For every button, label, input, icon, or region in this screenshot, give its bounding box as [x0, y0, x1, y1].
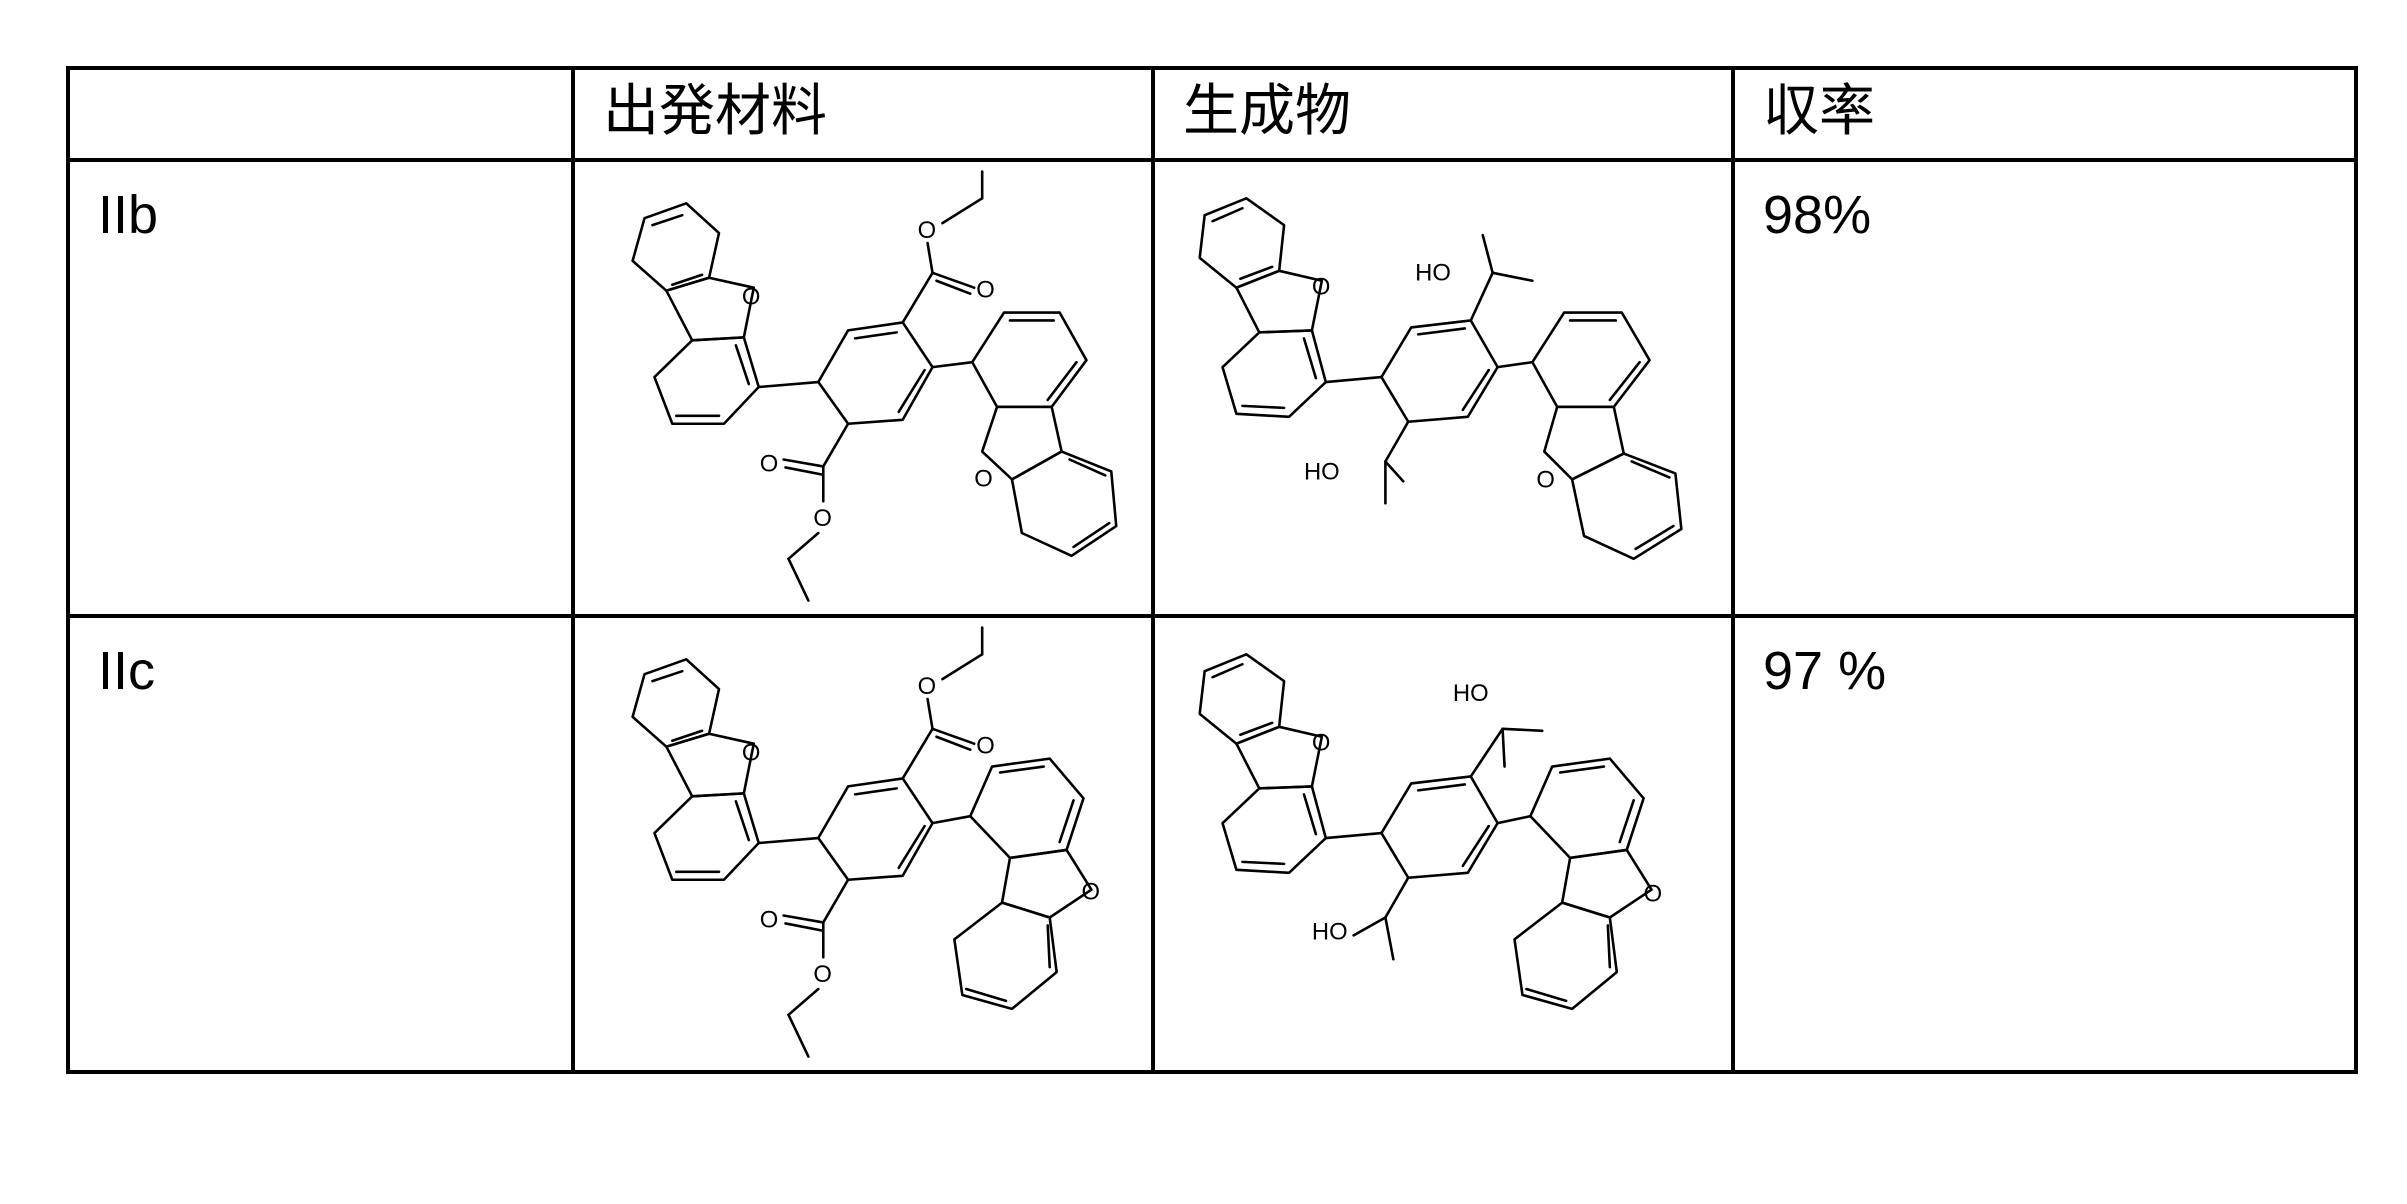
header-cell-yield: 収率	[1733, 68, 2356, 160]
product-structure: O HO HO O	[1155, 618, 1731, 1070]
yield-cell: 98%	[1733, 160, 2356, 616]
benzene-ring	[1530, 759, 1643, 858]
benzene-ring	[1532, 313, 1649, 407]
product-cell: O HO HO O	[1153, 616, 1733, 1072]
oxygen-label: O	[1536, 466, 1555, 493]
furan-ring	[1544, 407, 1623, 479]
furan-ring	[982, 407, 1061, 479]
benzene-ring	[1515, 903, 1617, 1009]
oxygen-label: O	[742, 284, 761, 311]
oxygen-label: O	[1312, 274, 1331, 301]
benzene-ring	[1223, 330, 1326, 416]
oxygen-label: O	[976, 277, 995, 304]
oxygen-label: O	[918, 217, 937, 244]
oxygen-label: O	[1312, 730, 1331, 757]
compound-label: IIc	[98, 644, 155, 698]
furan-ring	[1236, 727, 1321, 789]
benzene-ring	[1572, 454, 1681, 559]
oxygen-label: O	[1081, 879, 1100, 906]
yield-value: 98%	[1763, 188, 1871, 242]
oxygen-label: O	[1644, 881, 1663, 908]
yield-cell: 97 %	[1733, 616, 2356, 1072]
hydroxyl-label: HO	[1304, 458, 1340, 485]
furan-ring	[666, 734, 753, 797]
header-cell-product: 生成物	[1153, 68, 1733, 160]
header-cell-empty	[68, 68, 573, 160]
hydroxyl-label: HO	[1312, 918, 1348, 945]
oxygen-label: O	[918, 673, 937, 700]
benzene-ring	[654, 337, 758, 423]
oxygen-label: O	[976, 733, 995, 760]
starting-material-structure: O O O O O O	[575, 618, 1151, 1070]
benzene-ring	[1012, 452, 1116, 556]
oxygen-label: O	[813, 505, 832, 532]
hydroxyl-label: HO	[1453, 680, 1489, 707]
benzene-ring	[818, 778, 932, 879]
header-yield: 収率	[1763, 84, 1875, 140]
oxygen-label: O	[760, 450, 779, 477]
benzene-ring	[1381, 320, 1497, 421]
compound-label: IIb	[98, 188, 158, 242]
results-table: 出発材料 生成物 収率 IIb O	[66, 66, 2358, 1074]
benzene-ring	[654, 793, 758, 879]
furan-ring	[666, 278, 753, 341]
product-cell: O HO HO O	[1153, 160, 1733, 616]
benzene-ring	[1381, 776, 1497, 877]
oxygen-label: O	[760, 906, 779, 933]
product-structure: O HO HO O	[1155, 162, 1731, 614]
table-row: IIb O O O	[68, 160, 2356, 616]
yield-value: 97 %	[1763, 644, 1886, 698]
header-starting-material: 出発材料	[603, 84, 827, 140]
furan-ring	[1236, 271, 1321, 333]
table-row: IIc O O O O	[68, 616, 2356, 1072]
oxygen-label: O	[742, 740, 761, 767]
benzene-ring	[972, 313, 1086, 407]
header-row: 出発材料 生成物 収率	[68, 68, 2356, 160]
oxygen-label: O	[813, 961, 832, 988]
benzene-ring	[954, 903, 1056, 1009]
header-cell-starting-material: 出発材料	[573, 68, 1153, 160]
starting-material-cell: O O O O O	[573, 160, 1153, 616]
benzene-ring	[818, 322, 932, 423]
starting-material-cell: O O O O O O	[573, 616, 1153, 1072]
benzene-ring	[1223, 786, 1326, 872]
starting-material-structure: O O O O O	[575, 162, 1151, 614]
hydroxyl-label: HO	[1415, 260, 1451, 287]
compound-label-cell: IIb	[68, 160, 573, 616]
benzene-ring	[970, 759, 1083, 858]
header-product: 生成物	[1183, 84, 1351, 140]
oxygen-label: O	[974, 465, 993, 492]
compound-label-cell: IIc	[68, 616, 573, 1072]
